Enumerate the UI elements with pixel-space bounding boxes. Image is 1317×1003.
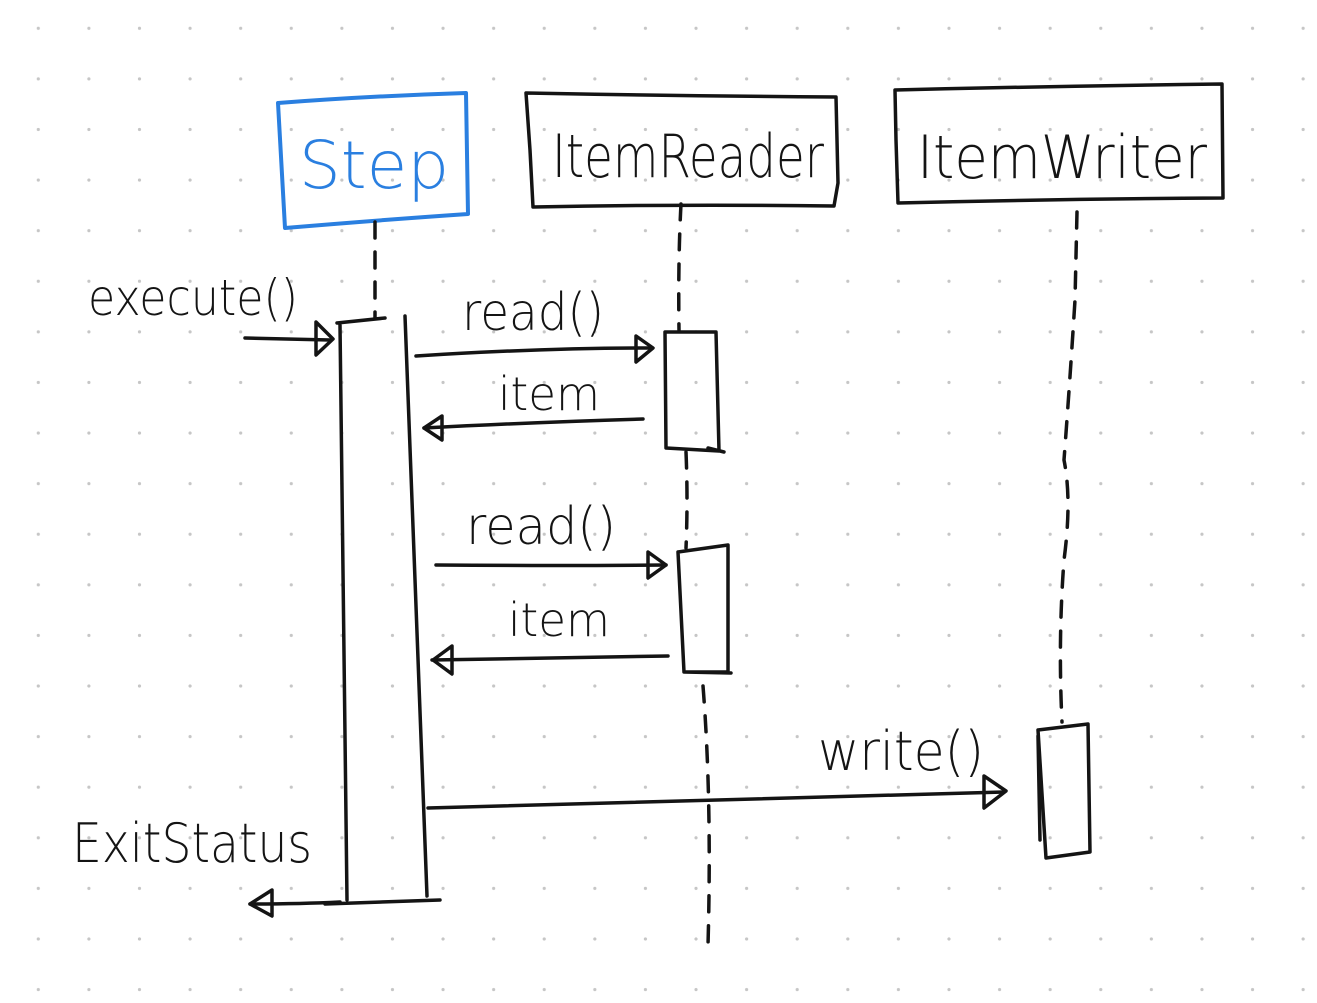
activation-item-writer xyxy=(1036,722,1092,860)
message-execute: execute() xyxy=(88,269,335,357)
message-read-1: read() xyxy=(414,283,655,364)
message-write: write() xyxy=(426,720,1008,810)
message-item-2: item xyxy=(430,593,670,676)
lifeline-item-reader-top xyxy=(677,202,683,332)
message-read-2-label: read() xyxy=(466,497,616,557)
message-item-2-label: item xyxy=(508,593,610,647)
participant-step-label: Step xyxy=(299,127,449,204)
message-read-2: read() xyxy=(434,497,668,580)
message-write-label: write() xyxy=(818,720,984,783)
lifeline-item-reader-mid xyxy=(684,450,689,550)
participant-item-writer: ItemWriter xyxy=(893,82,1225,205)
message-read-1-label: read() xyxy=(462,283,604,343)
message-execute-label: execute() xyxy=(88,269,298,327)
message-item-1: item xyxy=(422,367,645,442)
activation-item-reader-1 xyxy=(663,330,726,454)
message-item-1-label: item xyxy=(498,367,600,421)
participant-item-reader-label: ItemReader xyxy=(552,122,824,192)
lifeline-item-reader-bottom xyxy=(701,684,711,947)
participant-item-writer-label: ItemWriter xyxy=(917,123,1207,193)
participant-step: Step xyxy=(276,91,470,230)
activation-step xyxy=(323,314,442,906)
activation-item-reader-2 xyxy=(676,543,733,675)
message-exit-status-label: ExitStatus xyxy=(72,812,312,875)
participant-item-reader: ItemReader xyxy=(524,91,840,209)
lifeline-item-writer xyxy=(1058,210,1079,724)
message-exit-status: ExitStatus xyxy=(72,812,342,918)
